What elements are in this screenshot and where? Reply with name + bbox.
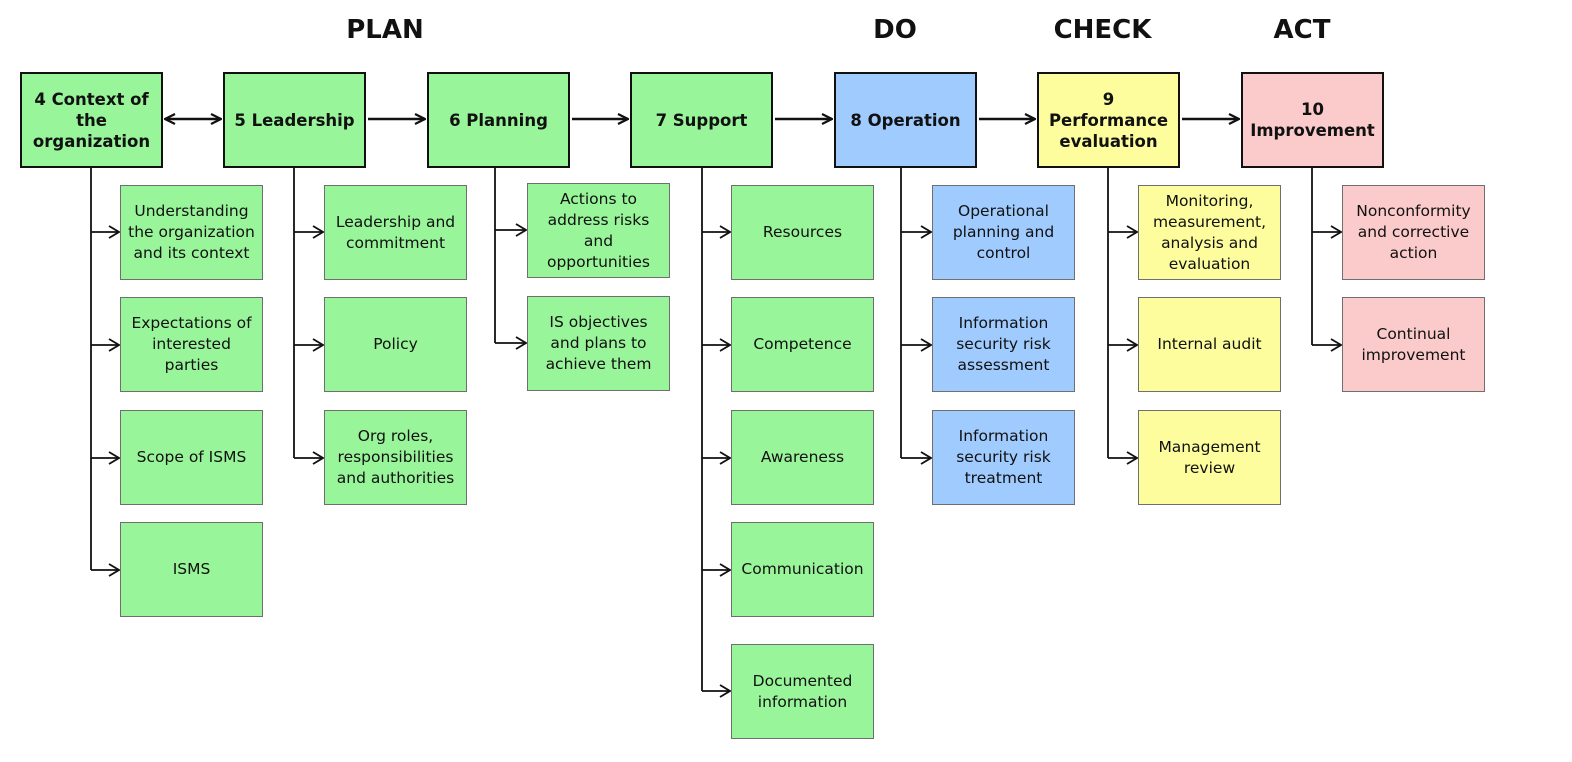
phase-do-label: DO: [873, 15, 917, 45]
sub-understanding-organization: Understanding the organization and its c…: [120, 185, 263, 280]
sub-label: IS objectives and plans to achieve them: [545, 313, 652, 373]
sub-continual-improvement: Continual improvement: [1342, 297, 1485, 392]
sub-internal-audit: Internal audit: [1138, 297, 1281, 392]
sub-label: Nonconformity and corrective action: [1356, 202, 1471, 262]
clause-4-label: 4 Context of the organization: [32, 89, 151, 151]
sub-documented-information: Documented information: [731, 644, 874, 739]
sub-competence: Competence: [731, 297, 874, 392]
sub-label: Continual improvement: [1361, 324, 1466, 364]
clause-6-planning: 6 Planning: [427, 72, 570, 168]
sub-label: Information security risk treatment: [956, 427, 1051, 487]
sub-leadership-commitment: Leadership and commitment: [324, 185, 467, 280]
sub-label: Understanding the organization and its c…: [128, 202, 255, 262]
sub-label: Information security risk assessment: [956, 314, 1051, 374]
clause-5-label: 5 Leadership: [234, 110, 355, 130]
clause-5-leadership: 5 Leadership: [223, 72, 366, 168]
sub-label: Communication: [741, 560, 864, 578]
sub-org-roles: Org roles, responsibilities and authorit…: [324, 410, 467, 505]
sub-label: Management review: [1158, 437, 1261, 477]
sub-scope-isms: Scope of ISMS: [120, 410, 263, 505]
sub-isms: ISMS: [120, 522, 263, 617]
clause-8-operation: 8 Operation: [834, 72, 977, 168]
sub-label: Internal audit: [1157, 335, 1262, 353]
sub-operational-planning: Operational planning and control: [932, 185, 1075, 280]
clause-9-label: 9 Performance evaluation: [1048, 89, 1169, 151]
clause-7-label: 7 Support: [655, 110, 748, 130]
sub-risks-opportunities: Actions to address risks and opportuniti…: [527, 183, 670, 278]
sub-risk-treatment: Information security risk treatment: [932, 410, 1075, 505]
sub-label: Scope of ISMS: [136, 448, 247, 466]
sub-label: Monitoring, measurement, analysis and ev…: [1152, 191, 1267, 273]
sub-awareness: Awareness: [731, 410, 874, 505]
clause-7-support: 7 Support: [630, 72, 773, 168]
clause-6-label: 6 Planning: [449, 110, 548, 130]
sub-label: Competence: [753, 335, 852, 353]
sub-label: Documented information: [752, 671, 853, 711]
sub-management-review: Management review: [1138, 410, 1281, 505]
clause-8-label: 8 Operation: [850, 110, 961, 130]
sub-policy: Policy: [324, 297, 467, 392]
sub-label: Operational planning and control: [952, 202, 1055, 262]
sub-label: Leadership and commitment: [335, 212, 456, 252]
sub-nonconformity: Nonconformity and corrective action: [1342, 185, 1485, 280]
sub-label: Actions to address risks and opportuniti…: [546, 189, 651, 271]
clause-10-improvement: 10 Improvement: [1241, 72, 1384, 168]
clause-4-context: 4 Context of the organization: [20, 72, 163, 168]
sub-monitoring-measurement: Monitoring, measurement, analysis and ev…: [1138, 185, 1281, 280]
sub-is-objectives: IS objectives and plans to achieve them: [527, 296, 670, 391]
sub-label: ISMS: [172, 560, 211, 578]
sub-label: Resources: [762, 223, 843, 241]
phase-act-label: ACT: [1273, 15, 1331, 45]
clause-9-performance-evaluation: 9 Performance evaluation: [1037, 72, 1180, 168]
phase-plan-label: PLAN: [346, 15, 424, 45]
clause-10-label: 10 Improvement: [1250, 100, 1375, 140]
sub-communication: Communication: [731, 522, 874, 617]
sub-label: Org roles, responsibilities and authorit…: [336, 427, 455, 487]
branch-lines: [90, 168, 1341, 691]
sub-label: Expectations of interested parties: [131, 314, 252, 374]
phase-check-label: CHECK: [1053, 15, 1152, 45]
sub-risk-assessment: Information security risk assessment: [932, 297, 1075, 392]
sub-label: Awareness: [760, 448, 845, 466]
sub-label: Policy: [373, 335, 418, 353]
sub-interested-parties: Expectations of interested parties: [120, 297, 263, 392]
sub-resources: Resources: [731, 185, 874, 280]
